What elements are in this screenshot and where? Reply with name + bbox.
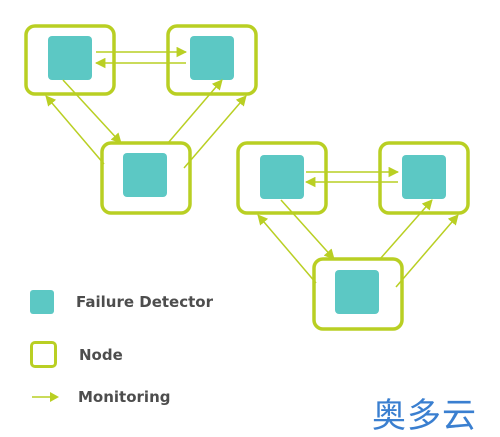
monitoring-arrow	[395, 214, 459, 288]
monitoring-arrow	[379, 199, 433, 260]
cluster-2	[236, 141, 470, 331]
legend-monitoring-label: Monitoring	[78, 388, 171, 406]
watermark-logo: 奥多云	[372, 396, 477, 436]
cluster-1	[24, 24, 258, 215]
monitoring-arrow	[45, 95, 105, 165]
node-top-left	[24, 24, 116, 96]
failure-detector	[335, 270, 379, 314]
monitoring-arrow	[167, 79, 223, 144]
legend-node-label: Node	[79, 345, 123, 364]
legend-node: Node	[30, 341, 123, 368]
node-top-right	[378, 141, 470, 215]
legend-failure-detector: Failure Detector	[30, 290, 213, 314]
monitoring-arrow	[280, 199, 335, 260]
monitoring-arrow-icon	[32, 392, 59, 402]
failure-detector	[190, 36, 234, 80]
node-top-left	[236, 141, 328, 215]
monitoring-arrow	[257, 214, 317, 284]
node-top-right	[166, 24, 258, 96]
failure-detector	[123, 153, 167, 197]
legend-monitoring: Monitoring	[30, 385, 170, 409]
node-bottom	[312, 257, 404, 331]
node-swatch	[30, 341, 57, 368]
failure-detector	[48, 36, 92, 80]
monitoring-arrow	[62, 79, 122, 144]
failure-detector-swatch	[30, 290, 54, 314]
failure-detector	[402, 155, 446, 199]
legend-failure-detector-label: Failure Detector	[76, 293, 213, 311]
failure-detector	[260, 155, 304, 199]
monitoring-arrow	[183, 95, 247, 169]
node-bottom	[100, 141, 192, 215]
